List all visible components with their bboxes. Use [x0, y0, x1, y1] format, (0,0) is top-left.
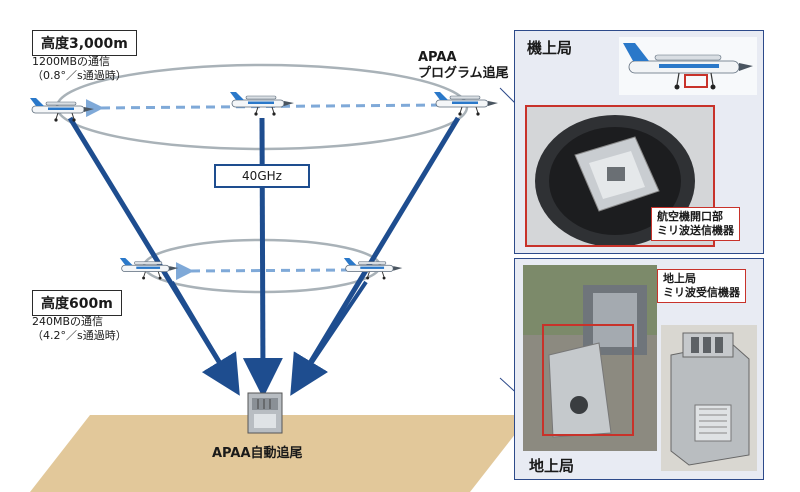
beam-low-right	[296, 280, 368, 385]
ground-callout: 地上局 ミリ波受信機器	[657, 269, 746, 303]
airborne-panel: 機上局	[514, 30, 764, 254]
ground-panel: 地上局 ミリ波受信機器 地上局	[514, 258, 764, 480]
aircraft-photo	[619, 37, 757, 95]
airborne-panel-title: 機上局	[527, 39, 573, 57]
aircraft-high-center	[229, 91, 295, 116]
frequency-label: 40GHz	[214, 164, 310, 188]
low-altitude-detail: 240MBの通信 （4.2°／s通過時）	[32, 315, 127, 342]
tracking-label: APAA プログラム追尾	[418, 50, 509, 81]
high-altitude-detail: 1200MBの通信 （0.8°／s通過時）	[32, 55, 127, 82]
ground-station-photo	[523, 265, 657, 451]
beam-high-right	[290, 116, 461, 396]
ground-area	[30, 415, 530, 492]
beam-high-center	[242, 117, 283, 398]
ground-panel-title: 地上局	[529, 457, 575, 475]
beam-low-left	[170, 280, 234, 385]
airborne-callout: 航空機開口部 ミリ波送信機器	[651, 207, 740, 241]
ground-receiver-photo	[661, 325, 757, 471]
low-altitude-title: 高度600m	[32, 290, 122, 316]
low-flight-direction	[175, 262, 351, 281]
high-altitude-title: 高度3,000m	[32, 30, 137, 56]
ground-antenna-device	[247, 392, 283, 434]
ground-label: APAA自動追尾	[212, 446, 303, 461]
